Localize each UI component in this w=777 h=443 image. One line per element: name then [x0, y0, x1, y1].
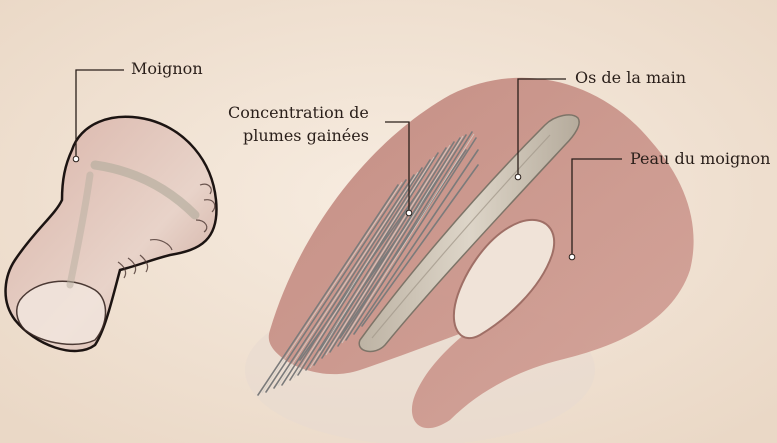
label-moignon: Moignon [131, 59, 203, 79]
label-peau: Peau du moignon [630, 149, 770, 169]
label-concentration-line2: plumes gainées [243, 126, 369, 146]
dot-os [515, 174, 521, 180]
label-concentration-line1: Concentration de [228, 103, 369, 123]
dot-concentration [406, 210, 412, 216]
dot-moignon [73, 156, 79, 162]
label-os: Os de la main [575, 68, 686, 88]
dot-peau [569, 254, 575, 260]
